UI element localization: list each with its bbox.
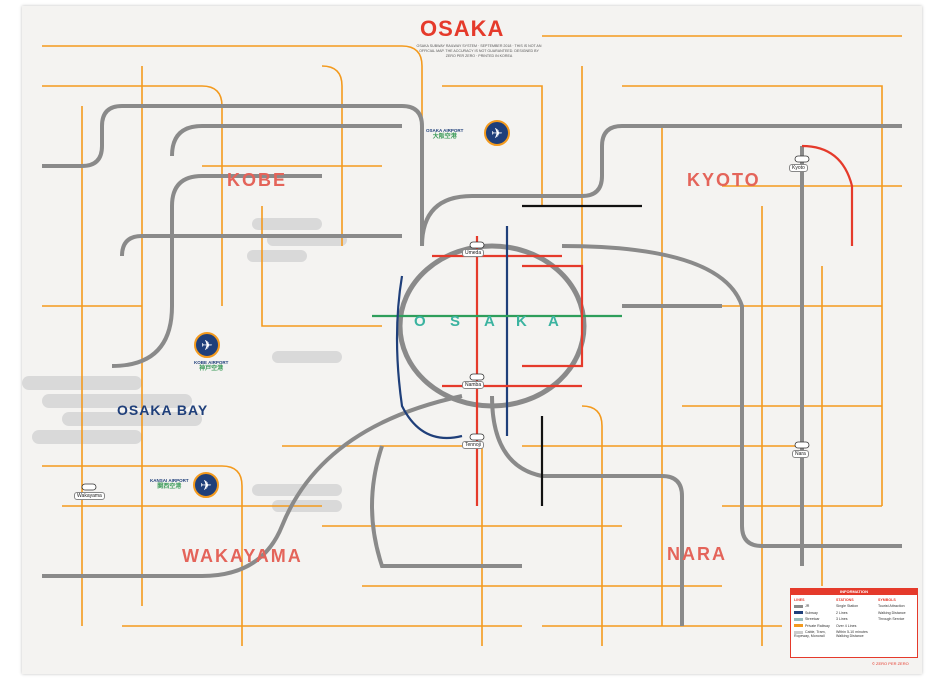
legend-line-item: Subway	[794, 611, 832, 615]
copyright: © ZERO PER ZERO	[872, 661, 909, 666]
station-namba[interactable]: Namba	[462, 381, 485, 389]
station-wakayama[interactable]: Wakayama	[74, 492, 105, 500]
osaka-bay-label: OSAKA BAY	[117, 402, 209, 418]
region-label-kyoto: KYOTO	[687, 170, 761, 190]
map-lines	[22, 35, 902, 646]
legend-station-item: Within 5-10 minutes Walking Distance	[836, 630, 868, 639]
airport-name: KANSAI AIRPORT	[150, 478, 189, 483]
legend-line-item: Streetcar	[794, 617, 832, 621]
legend-station-item: 3 Lines	[836, 617, 848, 622]
map-legend: INFORMATION LINES JR Subway Streetcar Pr…	[790, 588, 918, 658]
region-label-kobe: KOBE	[227, 170, 288, 190]
legend-line-item: Private Railway	[794, 624, 832, 628]
legend-line-item: JR	[794, 604, 832, 608]
airport-name: KOBE AIRPORT	[194, 360, 229, 365]
airplane-icon: ✈	[484, 120, 510, 146]
center-letter: K	[516, 313, 527, 330]
center-letter: A	[484, 313, 495, 330]
station-kyoto[interactable]: Kyoto	[789, 164, 808, 172]
airport-name-jp: 大阪空港	[432, 134, 457, 140]
center-letter: S	[450, 313, 461, 330]
airport-name-jp: 関西空港	[157, 484, 182, 490]
legend-symbol-item: Walking Distance	[878, 610, 906, 615]
map-title: OSAKA	[420, 16, 505, 41]
station-umeda[interactable]: Umeda	[462, 249, 485, 257]
region-label-wakayama: WAKAYAMA	[182, 546, 303, 566]
airplane-icon: ✈	[194, 332, 220, 358]
legend-symbol-item: Through Service	[878, 617, 905, 622]
legend-station-item: 2 Lines	[836, 610, 848, 615]
airport-name: OSAKA AIRPORT	[426, 128, 464, 133]
osaka-loop-line	[397, 243, 587, 409]
legend-stations-title: STATIONS	[836, 598, 854, 602]
legend-line-item: Cable, Tram, Ropeway, Monorail	[794, 630, 826, 639]
station-tennoji[interactable]: Tennoji	[462, 441, 484, 449]
legend-header: INFORMATION	[791, 589, 917, 595]
map-subtitle: OSAKA SUBWAY RAILWAY SYSTEM · SEPTEMBER …	[416, 44, 542, 58]
station-markers	[81, 155, 810, 491]
center-letter: A	[548, 313, 559, 330]
jr-lines	[42, 104, 902, 626]
legend-symbols-title: SYMBOLS	[878, 598, 896, 602]
station-nara[interactable]: Nara	[792, 450, 809, 458]
region-label-nara: NARA	[667, 544, 727, 564]
legend-station-item: Over 4 Lines	[836, 623, 857, 628]
center-letter: O	[414, 313, 426, 330]
transit-map: OSAKA OSAKA SUBWAY RAILWAY SYSTEM · SEPT…	[22, 6, 922, 674]
airport-name-jp: 神戸空港	[199, 366, 224, 372]
legend-station-item: Single Station	[836, 604, 859, 609]
legend-symbol-item: Tourist Attraction	[878, 604, 905, 609]
subway-lines	[372, 144, 854, 506]
sea-clouds	[22, 218, 347, 512]
airplane-icon: ✈	[193, 472, 219, 498]
legend-lines-title: LINES	[794, 598, 805, 602]
